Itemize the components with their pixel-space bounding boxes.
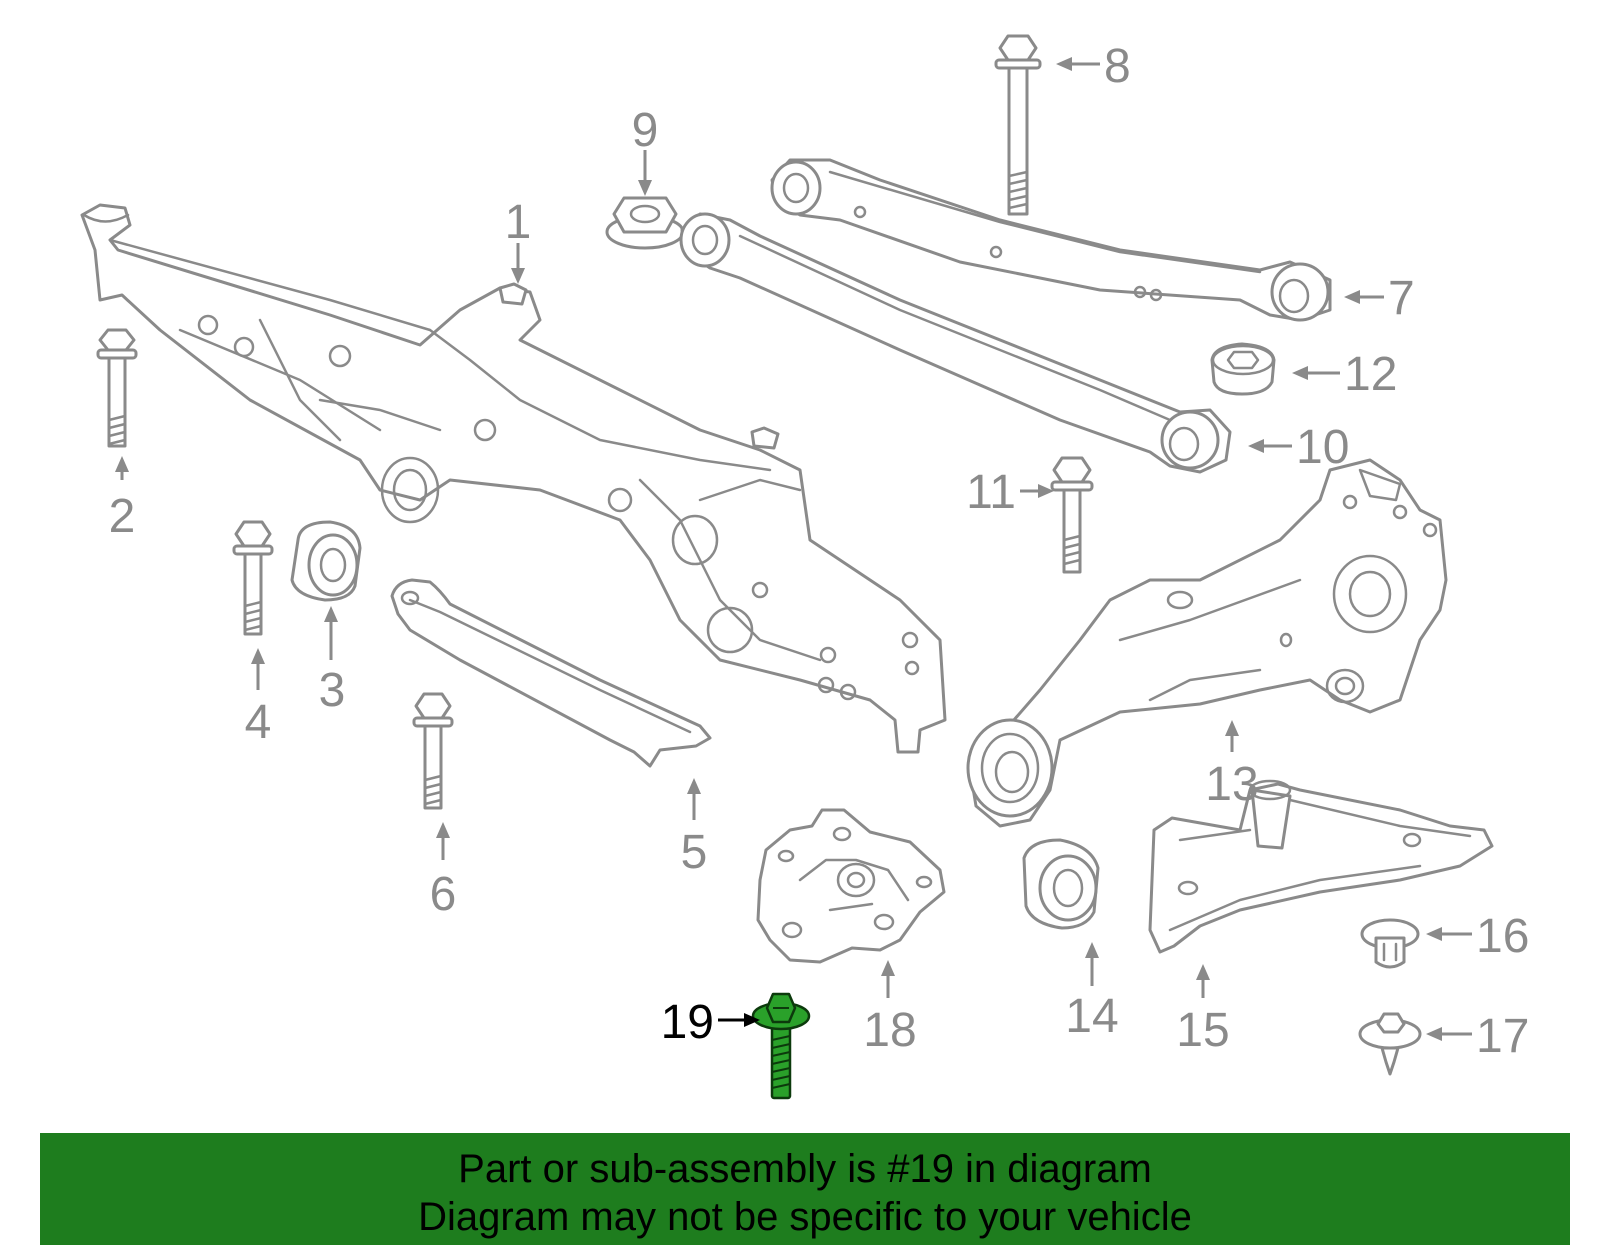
callout-6: 6 — [430, 868, 457, 921]
part-12-washer[interactable] — [1210, 342, 1276, 396]
callout-17: 17 — [1476, 1010, 1529, 1063]
callout-7: 7 — [1388, 272, 1415, 325]
callout-5: 5 — [681, 826, 708, 879]
callout-2: 2 — [109, 490, 136, 543]
callout-18: 18 — [863, 1004, 916, 1057]
part-8-bolt[interactable] — [994, 34, 1042, 216]
part-5-link[interactable] — [390, 578, 712, 768]
part-15-bracket[interactable] — [1148, 779, 1494, 954]
callout-9: 9 — [632, 104, 659, 157]
part-14-bushing[interactable] — [1022, 838, 1100, 930]
callout-12: 12 — [1344, 348, 1397, 401]
callout-10: 10 — [1296, 421, 1349, 474]
banner-line-1: Part or sub-assembly is #19 in diagram — [458, 1147, 1152, 1191]
part-18-mount[interactable] — [756, 808, 946, 964]
part-1-subframe[interactable] — [80, 203, 947, 754]
part-2-bolt[interactable] — [96, 328, 138, 448]
callout-19-highlighted: 19 — [661, 996, 714, 1049]
part-6-bolt[interactable] — [412, 692, 454, 810]
part-11-bolt[interactable] — [1050, 456, 1094, 574]
leader-lines — [115, 57, 1472, 1041]
callout-13: 13 — [1205, 758, 1258, 811]
callout-15: 15 — [1176, 1004, 1229, 1057]
banner-line-2: Diagram may not be specific to your vehi… — [418, 1195, 1192, 1239]
callout-14: 14 — [1065, 990, 1118, 1043]
part-7-control-arm[interactable] — [770, 158, 1332, 322]
part-9-nut[interactable] — [605, 196, 685, 250]
part-4-bolt[interactable] — [232, 520, 274, 636]
callout-3: 3 — [319, 664, 346, 717]
part-10-control-arm[interactable] — [679, 212, 1232, 474]
part-17-screw[interactable] — [1358, 1012, 1422, 1076]
callout-8: 8 — [1104, 40, 1131, 93]
callout-16: 16 — [1476, 910, 1529, 963]
exploded-parts-diagram: 1 2 3 4 5 6 7 8 9 10 11 12 13 14 15 16 1… — [80, 34, 1530, 1100]
callout-labels: 1 2 3 4 5 6 7 8 9 10 11 12 13 14 15 16 1… — [109, 40, 1530, 1063]
callout-1: 1 — [505, 196, 532, 249]
part-13-knuckle[interactable] — [966, 458, 1448, 828]
callout-4: 4 — [245, 696, 272, 749]
info-banner: Part or sub-assembly is #19 in diagram D… — [40, 1133, 1570, 1245]
part-16-clip[interactable] — [1360, 918, 1420, 969]
part-3-bushing[interactable] — [290, 520, 362, 602]
part-19-bolt-highlighted[interactable] — [751, 992, 811, 1100]
callout-11: 11 — [966, 466, 1016, 519]
